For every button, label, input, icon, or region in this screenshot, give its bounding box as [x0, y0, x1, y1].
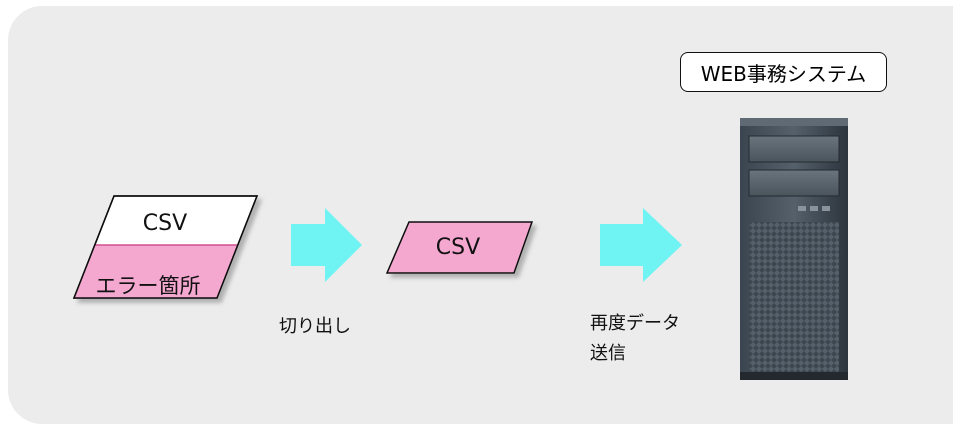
- resend-label-line2: 送信: [590, 343, 626, 364]
- arrow-right-1: [291, 208, 362, 282]
- server-tower-icon: [740, 118, 848, 380]
- csv-extracted-label: CSV: [436, 235, 480, 260]
- web-system-label: WEB事務システム: [700, 61, 867, 86]
- error-location-label: エラー箇所: [96, 274, 201, 298]
- csv-with-error-shape: [72, 195, 259, 299]
- arrow-right-2: [600, 208, 682, 282]
- web-system-label-box: WEB事務システム: [680, 52, 887, 92]
- resend-label-line1: 再度データ: [590, 313, 680, 334]
- csv-extracted-shape: [385, 221, 534, 274]
- csv-top-label: CSV: [143, 211, 187, 236]
- cut-out-label: 切り出し: [279, 316, 351, 337]
